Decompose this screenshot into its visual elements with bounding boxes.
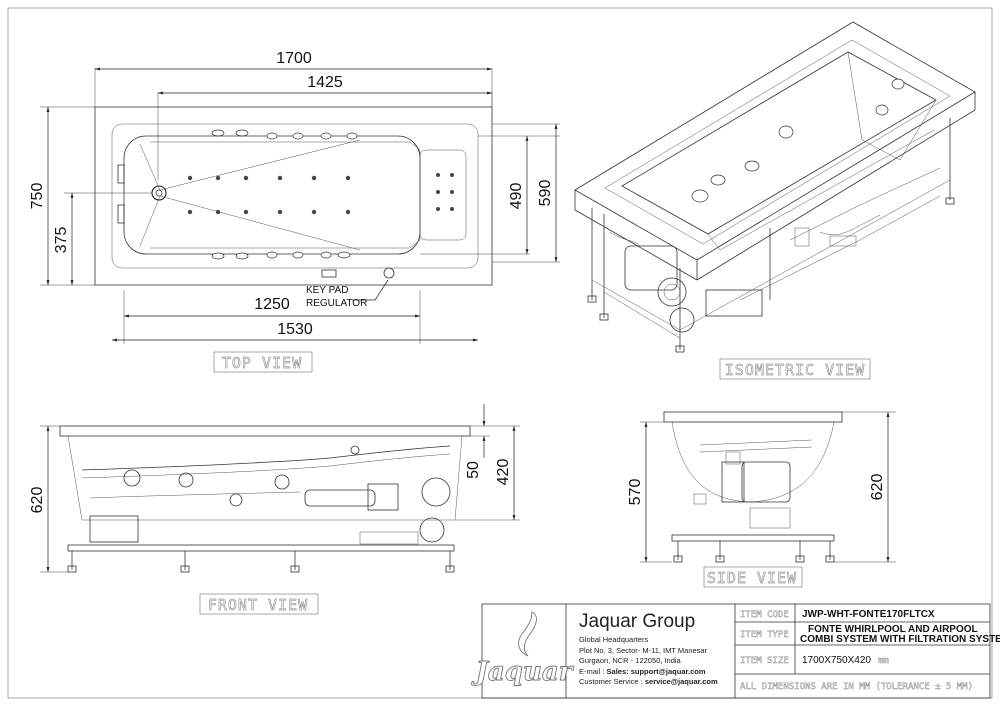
isometric-view: ISOMETRIC VIEW [574, 21, 976, 380]
callout-keypad: KEY PAD [306, 285, 348, 296]
dim-front-620: 620 [29, 487, 46, 514]
view-label-side: SIDE VIEW [707, 569, 797, 587]
front-jets [123, 445, 360, 507]
iso-rim-outer [574, 21, 976, 261]
side-frame [671, 534, 835, 542]
taper-line [139, 143, 161, 191]
dim-490: 490 [508, 183, 525, 210]
iso-basin [621, 51, 937, 235]
iso-rim-inner [604, 39, 951, 245]
item-size-unit: mm [878, 656, 889, 666]
iso-pump-motor [609, 167, 941, 333]
taper-line [159, 195, 361, 251]
address-line-1: Plot No. 3, Sector- M-11, IMT Manesar [579, 646, 708, 655]
callout-regulator: REGULATOR [306, 298, 367, 309]
callout-leader [352, 279, 389, 301]
overflow-fitting [117, 204, 125, 224]
dim-side-620: 620 [869, 474, 886, 501]
dim-front-50: 50 [465, 461, 482, 479]
dim-590: 590 [537, 180, 554, 207]
iso-basin-wall [707, 129, 935, 251]
side-legs [673, 541, 835, 563]
sheet-border [7, 7, 993, 699]
front-pump [304, 489, 376, 507]
address-line-2: Gurgaon, NCR - 122050, India [579, 656, 682, 665]
title-block: Jaquar Jaquar Group Global Headquarters … [470, 603, 1000, 699]
item-type-line-1: FONTE WHIRLPOOL AND AIRPOOL [808, 624, 978, 635]
dim-1700: 1700 [276, 50, 312, 67]
view-label-top: TOP VIEW [222, 354, 302, 372]
jaquar-logo: Jaquar [470, 611, 575, 687]
dim-375: 375 [53, 227, 70, 254]
overflow-fitting [117, 164, 125, 184]
front-legs [67, 551, 455, 573]
taper-line [159, 139, 361, 191]
taper-line [139, 195, 161, 247]
item-size: 1700X750X420 [802, 655, 871, 666]
iso-jets [691, 78, 905, 203]
side-rim [663, 411, 843, 423]
item-type-label: ITEM TYPE [740, 630, 789, 640]
view-label-box [213, 351, 313, 373]
logo-wordmark: Jaquar [471, 657, 575, 687]
air-jets [187, 173, 454, 215]
top-view: KEY PAD REGULATOR 1700 1425 750 375 490 … [29, 50, 560, 372]
keypad [321, 269, 337, 278]
front-motor-fan [421, 477, 451, 507]
tolerance-note: ALL DIMENSIONS ARE IN MM (TOLERANCE ± 5 … [740, 682, 973, 692]
hq-label: Global Headquarters [579, 635, 648, 644]
item-type-line-2: COMBI SYSTEM WITH FILTRATION SYSTEM [800, 634, 1000, 645]
whirlpool-jets [211, 129, 358, 260]
logo-mark [518, 611, 537, 657]
view-label-front: FRONT VIEW [208, 596, 308, 614]
side-motor [741, 461, 791, 503]
front-motor [367, 483, 399, 511]
tub-basin [123, 135, 421, 255]
dim-side-570: 570 [627, 479, 644, 506]
dim-750: 750 [29, 183, 46, 210]
view-label-isometric: ISOMETRIC VIEW [725, 361, 865, 379]
tub-outer-rim [94, 106, 493, 286]
view-label-box [703, 566, 803, 588]
item-code-label: ITEM CODE [740, 610, 789, 620]
dim-1250: 1250 [254, 296, 290, 313]
front-frame [67, 544, 455, 552]
headrest [419, 149, 467, 241]
drain-inner [155, 189, 163, 197]
iso-basin-depth [847, 51, 937, 161]
dim-front-420: 420 [495, 459, 512, 486]
company-name: Jaquar Group [579, 611, 695, 632]
side-view: 570 620 SIDE VIEW [627, 411, 896, 588]
tub-inner-rim [111, 123, 479, 269]
dim-1530: 1530 [277, 321, 313, 338]
service-line: Customer Service : service@jaquar.com [579, 677, 718, 686]
basin-slope [150, 141, 421, 249]
view-label-box [719, 358, 871, 380]
front-view: 620 50 420 FRONT VIEW [29, 404, 520, 614]
item-size-label: ITEM SIZE [740, 656, 789, 666]
regulator [383, 267, 395, 279]
item-code: JWP-WHT-FONTE170FLTCX [802, 609, 935, 620]
front-rim [59, 425, 471, 437]
dim-1425: 1425 [307, 74, 343, 91]
front-basin-profile [67, 435, 463, 521]
view-label-box [199, 593, 319, 615]
email-line: E-mail : Sales: support@jaquar.com [579, 667, 706, 676]
